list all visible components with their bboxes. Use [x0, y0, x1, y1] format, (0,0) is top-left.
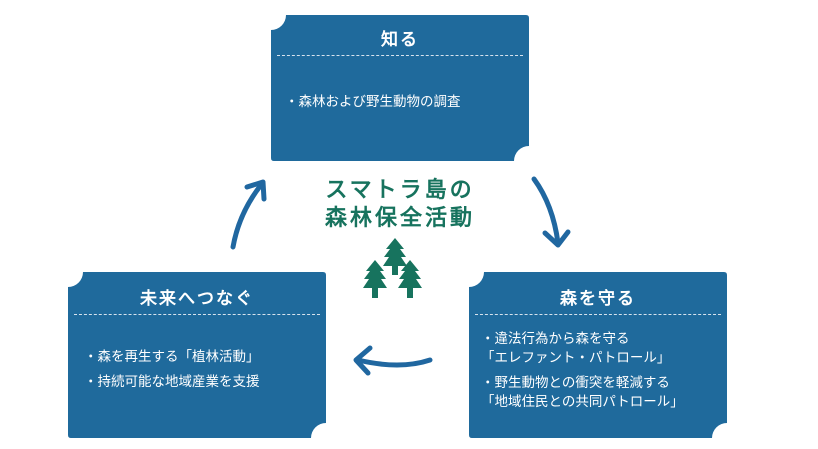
- box-future-items: ・森を再生する「植林活動」 ・持続可能な地域産業を支援: [84, 348, 318, 398]
- arrow-left-icon: [353, 345, 433, 376]
- box-know-title: 知る: [381, 30, 419, 50]
- list-item-line: 「地域住民との共同パトロール」: [481, 394, 684, 410]
- list-item-line: 「エレファント・パトロール」: [481, 350, 671, 366]
- trees-icon: [363, 238, 422, 298]
- list-item-line: ・野生動物との衝突を軽減する: [481, 375, 670, 391]
- list-item: ・持続可能な地域産業を支援: [84, 374, 260, 390]
- box-protect: 森を守る ・違法行為から森を守る 「エレファント・パトロール」 ・野生動物との衝…: [469, 272, 727, 438]
- box-future: 未来へつなぐ ・森を再生する「植林活動」 ・持続可能な地域産業を支援: [68, 272, 326, 438]
- box-future-shape: [68, 272, 326, 438]
- list-item: ・違法行為から森を守る 「エレファント・パトロール」: [481, 330, 719, 368]
- box-know-items: ・森林および野生動物の調査: [285, 93, 521, 118]
- box-future-divider: [74, 314, 320, 315]
- box-protect-items: ・違法行為から森を守る 「エレファント・パトロール」 ・野生動物との衝突を軽減す…: [481, 330, 719, 418]
- center-title: スマトラ島の 森林保全活動: [300, 176, 500, 232]
- arrow-up-right-icon: [230, 179, 267, 250]
- list-item: ・森を再生する「植林活動」: [84, 349, 260, 365]
- list-item: ・森林および野生動物の調査: [285, 94, 461, 110]
- list-item-line: ・違法行為から森を守る: [481, 331, 630, 347]
- box-future-title: 未来へつなぐ: [140, 289, 254, 309]
- box-protect-shape: [469, 272, 727, 438]
- box-know-divider: [277, 55, 523, 56]
- box-protect-divider: [475, 314, 721, 315]
- list-item: ・野生動物との衝突を軽減する 「地域住民との共同パトロール」: [481, 374, 719, 412]
- center-title-line2: 森林保全活動: [324, 205, 475, 231]
- arrow-down-right-icon: [531, 176, 571, 248]
- box-protect-title: 森を守る: [560, 289, 636, 309]
- box-know: 知る ・森林および野生動物の調査: [271, 15, 529, 161]
- box-know-shape: [271, 15, 529, 161]
- center-title-line1: スマトラ島の: [325, 177, 475, 203]
